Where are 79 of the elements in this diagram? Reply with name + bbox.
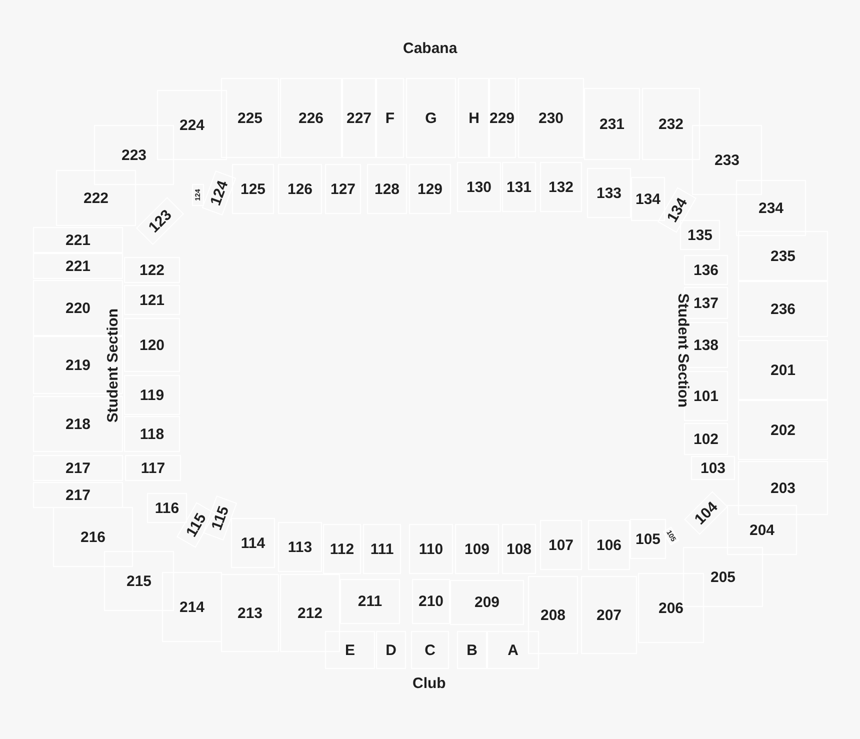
seating-section: 217 [33,455,123,481]
seating-section: 210 [412,578,450,624]
seating-section: 110 [409,524,453,574]
seating-section: 129 [409,164,451,214]
seating-section: 221 [33,227,123,253]
seating-section: 124 [202,170,236,216]
seating-section: D [376,631,406,669]
seating-section: B [457,631,487,669]
seating-section: 128 [367,164,407,214]
seating-section: 118 [124,416,180,452]
seating-section: 121 [124,285,180,315]
seating-section: 117 [125,455,181,481]
seating-section: C [411,631,449,669]
seating-section: 114 [231,518,275,568]
seating-section: 135 [680,220,720,250]
seating-section: 136 [684,255,728,285]
area-label: Club [412,674,446,692]
seating-section: 216 [53,507,133,567]
seating-section: 207 [581,576,637,654]
seating-section: 102 [684,423,728,455]
seating-section: 127 [325,164,361,214]
seating-section: 113 [278,522,322,572]
seating-section: 214 [162,572,222,642]
seating-section: 235 [738,231,828,281]
seating-section: 230 [518,78,584,158]
area-label: Student Section [104,308,122,422]
seating-section: 233 [692,125,762,195]
seating-section: 203 [738,461,828,515]
seating-section: 206 [638,573,704,643]
seating-section: 122 [124,257,180,283]
seating-section: 223 [94,125,174,185]
seating-section: 225 [221,78,279,158]
seating-section: A [487,631,539,669]
seating-section: 133 [587,168,631,218]
seating-section: 236 [738,281,828,337]
seating-section: F [376,78,404,158]
seating-section: 132 [540,162,582,212]
seating-section: 231 [584,88,640,160]
seating-section: 108 [502,524,536,574]
seating-section: 205 [683,547,763,607]
seating-section: 229 [488,78,516,158]
seating-section: 212 [280,574,340,652]
area-label: Cabana [403,40,458,56]
seating-section: 222 [56,170,136,226]
seating-section: 226 [280,78,342,158]
seating-section: G [406,78,456,158]
seating-section: 215 [104,551,174,611]
seating-section: 107 [540,520,582,570]
seating-section: 211 [340,578,400,624]
seating-section: 227 [342,78,376,158]
seating-section: 134 [631,177,665,221]
seating-section: 106 [588,520,630,570]
seating-section: 208 [528,576,578,654]
seating-section: 221 [33,253,123,279]
seating-section: 123 [136,196,184,246]
seating-section: 116 [147,493,187,523]
seating-section: 109 [455,524,499,574]
seating-section: 104 [684,491,728,535]
seating-section: 111 [363,524,401,574]
seating-section: 131 [502,162,536,212]
seating-section: 112 [323,524,361,574]
seating-section: 125 [232,164,274,214]
seating-section: 201 [738,340,828,400]
seating-section: 232 [642,88,700,160]
seating-section: 103 [691,456,735,480]
seating-section: 202 [738,400,828,460]
seating-section: 105 [630,519,666,559]
seating-section: 224 [157,90,227,160]
seating-section: 120 [124,318,180,372]
seating-section: 217 [33,482,123,508]
seating-section: 213 [221,574,279,652]
seating-section: 130 [457,162,501,212]
seating-section: 204 [727,505,797,555]
seating-section: 209 [450,580,524,624]
seating-section: E [325,631,375,669]
seating-section: 234 [736,180,806,236]
seating-section: H [458,78,490,158]
seating-section: 126 [278,164,322,214]
seating-section: 119 [124,375,180,415]
